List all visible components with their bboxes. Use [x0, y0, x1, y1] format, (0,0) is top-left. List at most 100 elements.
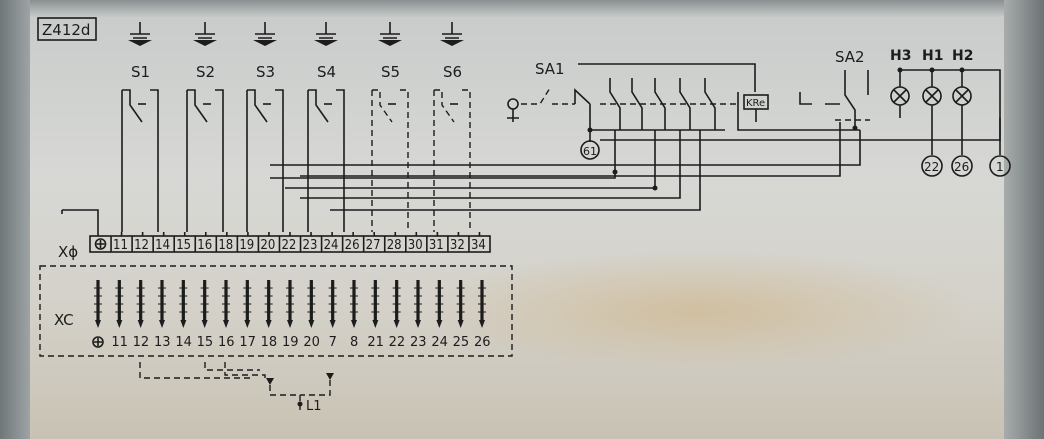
- lamp-h1: H1: [922, 48, 943, 118]
- switch-symbol-icon: [255, 22, 275, 39]
- switch-label: S4: [317, 63, 336, 81]
- lamp-leads: [893, 70, 907, 118]
- switch-contacts: [186, 89, 224, 232]
- xc-pin-ridges: [179, 287, 188, 313]
- xc-ground-mark: [94, 338, 102, 346]
- xq-terminal-26: 26: [345, 238, 360, 253]
- xc-pin: 12: [133, 280, 149, 350]
- selector-sa2: SA2: [799, 48, 870, 128]
- switch-label: S2: [196, 63, 215, 81]
- terminal-circle: [989, 155, 1011, 177]
- xq-terminal-28: 28: [387, 238, 402, 253]
- switch-s5: S5: [371, 22, 409, 232]
- cross-wire: [270, 130, 616, 179]
- xc-pin: 19: [282, 280, 299, 350]
- xc-pin-tip: [244, 320, 251, 328]
- switch-label: S5: [381, 63, 400, 81]
- sa1-top-bus: [578, 63, 756, 92]
- xc-pin-25: 25: [453, 335, 470, 350]
- xc-pin-16: 16: [218, 335, 235, 350]
- xc-pin-ridges: [222, 287, 230, 313]
- cross-wire: [285, 130, 656, 189]
- switch-actuator-icon: [193, 40, 217, 46]
- xc-pin-tip: [201, 320, 208, 328]
- terminal-61-label: 61: [583, 145, 597, 158]
- xq-terminal-14: 14: [155, 238, 170, 253]
- terminal-circle: [951, 155, 973, 177]
- right-terminals: 22 26 1: [921, 118, 1011, 177]
- xc-pin-21: 21: [367, 335, 384, 350]
- xc-pin: 21: [367, 280, 384, 350]
- xq-terminal-22: 22: [281, 238, 296, 253]
- xc-pin-ridges: [371, 287, 380, 313]
- xc-pin: 14: [175, 280, 192, 350]
- xc-pin-ridges: [136, 287, 145, 313]
- relay-wiring: [737, 92, 860, 131]
- switch-actuator-icon: [378, 40, 402, 46]
- ground-terminal-mark: [96, 240, 105, 248]
- xc-pin-ridges: [158, 287, 166, 313]
- xc-pin-ridges: [414, 287, 422, 313]
- cross-wire: [270, 130, 861, 166]
- xc-pin-8: 8: [350, 335, 358, 350]
- selector-sa1-label: SA1: [535, 60, 565, 78]
- xc-pin: 13: [154, 280, 171, 350]
- cross-wire: [330, 130, 701, 211]
- xc-pin-ridges: [264, 287, 273, 313]
- xc-pin-ridges: [94, 287, 102, 313]
- xc-pin-tip: [479, 320, 485, 328]
- xc-pin-24: 24: [431, 335, 448, 350]
- xq-terminal-32: 32: [450, 238, 465, 253]
- sa2-contacts: [799, 70, 869, 128]
- xc-pin-19: 19: [282, 335, 299, 350]
- xc-pin: 26: [474, 280, 491, 350]
- bridge-wiring: [139, 362, 331, 410]
- xc-pin: 17: [239, 280, 256, 350]
- lamp-leads: [925, 70, 939, 118]
- switch-contacts: [371, 89, 409, 232]
- xc-pin: 22: [389, 280, 405, 350]
- xc-pin-tip: [95, 320, 101, 328]
- xc-pin-tip: [436, 320, 443, 328]
- xc-pin-tip: [457, 320, 464, 328]
- xc-connector-outline: [39, 265, 513, 357]
- switch-contacts: [246, 89, 284, 232]
- selector-sa1: SA1 61: [507, 60, 756, 160]
- xc-pin-ridges: [328, 287, 337, 313]
- terminal-1: 1: [989, 118, 1011, 177]
- switch-s1: S1: [121, 22, 159, 232]
- switch-actuator-icon: [314, 40, 338, 46]
- xc-pin-ridges: [307, 287, 316, 313]
- lamp-leads: [955, 70, 969, 118]
- xc-pin: 15: [197, 280, 213, 350]
- xc-pin-tip: [329, 320, 336, 328]
- junction-dot: [652, 185, 658, 191]
- xq-terminal-18: 18: [218, 238, 233, 253]
- terminal-label: 22: [924, 160, 939, 174]
- xc-pin-tip: [415, 320, 421, 328]
- xc-pin-7: 7: [329, 335, 337, 350]
- lamp-bus: [600, 69, 1001, 141]
- bridge-label: L1: [306, 399, 322, 414]
- xq-terminal-15: 15: [176, 238, 191, 253]
- lamp-label: H3: [890, 48, 911, 64]
- xc-pin-20: 20: [303, 335, 320, 350]
- xc-pin-26: 26: [474, 335, 491, 350]
- sa1-linkage: [521, 87, 575, 105]
- switch-actuator-icon: [253, 40, 277, 46]
- sa1-contacts: [609, 78, 716, 130]
- xc-pin-tip: [159, 320, 165, 328]
- xq-terminal-23: 23: [303, 238, 318, 253]
- terminal-label: 1: [996, 160, 1004, 174]
- sa1-contact-a: [574, 88, 725, 131]
- terminal-26: 26: [951, 118, 973, 177]
- key-stem: [507, 109, 519, 122]
- relay-kre-label: KRe: [746, 98, 765, 109]
- switch-contacts: [121, 89, 159, 232]
- xc-pin: 11: [111, 280, 128, 350]
- switch-symbol-icon: [380, 22, 400, 39]
